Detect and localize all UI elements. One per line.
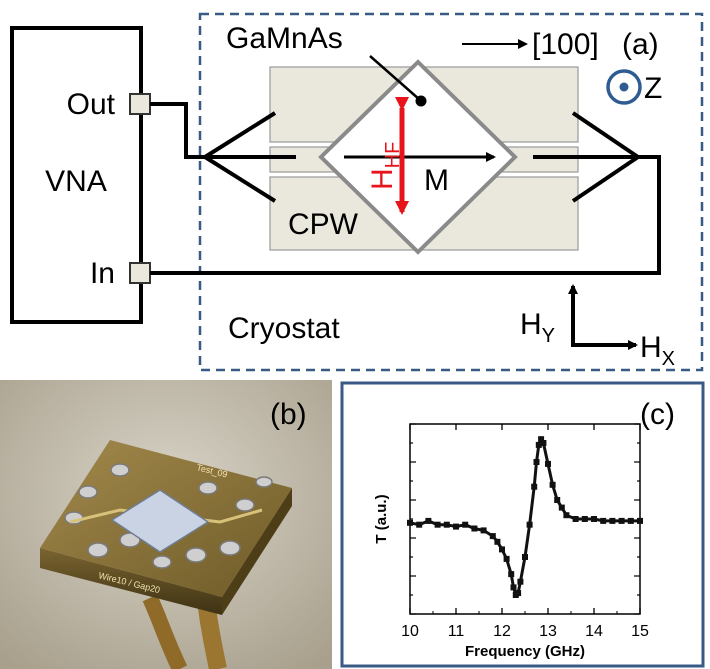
panel-b: Test_09 Wire10 / Gap20 (b): [0, 380, 332, 669]
data-point: [545, 460, 551, 467]
data-point: [572, 516, 579, 522]
z-axis-icon: [606, 69, 642, 105]
panel-b-label: (b): [270, 398, 307, 431]
data-point: [549, 481, 556, 488]
x-tick-label: 14: [585, 623, 603, 640]
data-point: [558, 504, 565, 511]
direction-label: [100]: [532, 28, 599, 61]
sma-cable-left: [142, 594, 188, 669]
data-point: [443, 521, 450, 528]
port-in-label: In: [90, 257, 115, 290]
x-tick-label: 10: [401, 623, 419, 640]
data-point: [471, 525, 478, 532]
panel-a: VNA Out In M HHF GaMnAs CPW [100] (a): [10, 12, 704, 372]
data-point: [416, 521, 423, 528]
data-point: [508, 571, 515, 578]
data-point: [554, 497, 561, 503]
x-tick-label: 11: [448, 623, 465, 640]
gamnas-pointer-dot: [415, 95, 427, 107]
panel-a-label: (a): [622, 28, 659, 61]
data-point: [480, 527, 487, 534]
cpw-label: CPW: [288, 208, 359, 241]
data-point: [494, 538, 501, 545]
data-point: [515, 590, 522, 597]
data-point: [637, 517, 643, 524]
port-out-label: Out: [67, 88, 116, 121]
port-in-connector: [129, 262, 151, 284]
data-point: [526, 521, 533, 528]
data-point: [563, 512, 570, 519]
data-point: [517, 578, 524, 585]
data-point: [600, 517, 607, 524]
data-point: [522, 554, 528, 560]
data-point: [453, 523, 459, 530]
panel-c-frame: [340, 381, 705, 668]
data-point: [627, 517, 634, 524]
hf-field-label: HHF: [366, 142, 404, 190]
hf-field-main: H: [366, 168, 399, 190]
data-point: [591, 516, 597, 522]
hf-field-sub: HF: [382, 142, 404, 169]
y-axis-label: T (a.u.): [373, 494, 390, 543]
cryostat-label: Cryostat: [228, 312, 340, 345]
x-tick-label: 12: [493, 623, 511, 640]
data-point: [531, 483, 538, 490]
vna-box: [10, 26, 143, 324]
panel-c-label: (c): [640, 398, 675, 431]
x-tick-label: 15: [631, 623, 649, 640]
sample-chip: [110, 489, 210, 553]
port-out-connector: [129, 93, 151, 115]
data-point: [489, 533, 496, 540]
data-point: [503, 555, 510, 562]
wire-in: [150, 155, 661, 275]
data-point: [434, 521, 441, 528]
gamnas-pointer: [369, 55, 421, 101]
vna-label: VNA: [45, 165, 107, 198]
data-point: [407, 519, 413, 526]
data-point: [540, 440, 547, 446]
field-y-label: HY: [520, 308, 555, 347]
z-axis-dot: [619, 82, 629, 92]
data-point: [533, 459, 540, 465]
wire-fan-left: [203, 111, 296, 203]
board-mounting-holes: [64, 463, 273, 569]
data-point: [425, 517, 432, 524]
data-point: [609, 517, 616, 524]
z-axis-label: Z: [644, 72, 662, 105]
data-point: [499, 546, 505, 553]
data-point: [581, 516, 588, 522]
data-point: [462, 521, 469, 528]
data-point: [618, 517, 625, 524]
cryostat-boundary: [198, 12, 704, 372]
x-axis-label: Frequency (GHz): [465, 643, 585, 660]
sample-board-side: [40, 548, 222, 615]
field-x-label: HX: [640, 331, 675, 370]
gamnas-label: GaMnAs: [226, 22, 343, 55]
data-point: [538, 436, 545, 443]
wire-fan-right: [533, 111, 640, 203]
wire-out: [150, 102, 205, 159]
data-point: [535, 441, 542, 448]
magnetization-label: M: [424, 164, 449, 197]
sample-board-end: [222, 488, 292, 615]
x-tick-label: 13: [539, 623, 557, 640]
data-point: [510, 584, 517, 591]
